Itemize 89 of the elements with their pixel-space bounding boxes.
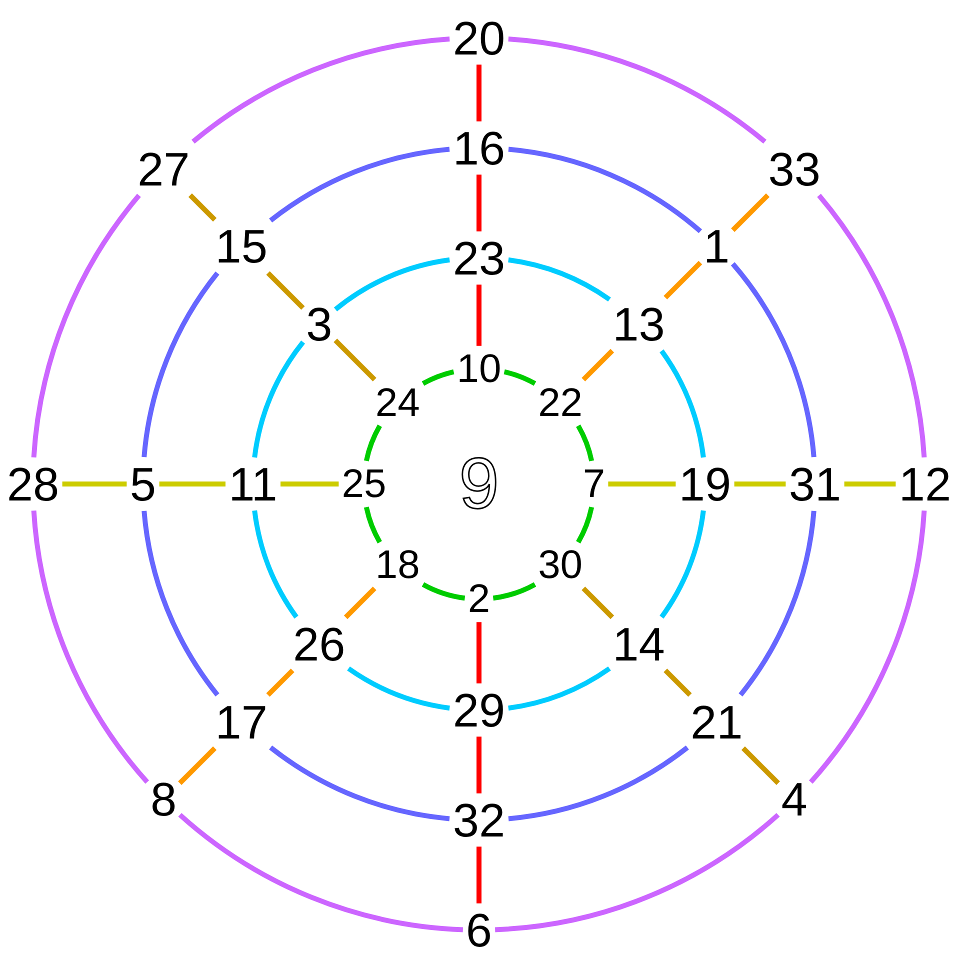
straight-connector [159,482,226,486]
node-number: 11 [228,460,278,508]
node-number: 3 [306,300,332,348]
arc-connector [576,424,594,462]
straight-connector [344,586,376,620]
arc-connector [347,666,450,711]
arc-connector [269,745,450,822]
node-number: 23 [452,234,506,282]
outlined-number: 9 [458,448,500,520]
arc-connector [31,510,150,784]
arc-connector [508,745,689,822]
straight-connector [741,746,780,785]
arc-connector [808,510,927,784]
straight-connector [844,482,896,486]
node-number: 17 [215,698,268,746]
arc-connector [334,257,450,312]
node-number: 25 [342,464,386,504]
node-number: 4 [781,776,808,823]
node-number: 19 [678,460,732,508]
straight-connector [476,64,482,122]
node-number: 12 [898,460,952,508]
straight-connector [188,193,217,222]
node-number: 7 [582,464,606,504]
straight-connector [476,846,482,904]
straight-connector [582,586,614,620]
arc-connector [660,510,706,618]
node-number: 20 [452,14,506,62]
straight-connector [664,668,692,697]
arc-connector [269,146,450,223]
arc-connector [508,666,611,711]
straight-connector [62,482,127,486]
node-number: 31 [788,460,842,508]
arc-connector [508,146,702,234]
arc-connector [422,369,454,386]
node-number: 18 [375,545,420,586]
arc-connector [142,510,220,696]
node-number: 1 [704,222,730,270]
node-number: 21 [690,698,743,746]
arc-connector [508,36,766,144]
straight-connector [664,260,702,300]
node-number: 28 [6,460,60,508]
straight-connector [734,482,786,486]
straight-connector [266,668,294,697]
arc-connector [738,510,816,696]
straight-connector [266,271,305,310]
arc-connector [504,369,536,386]
straight-connector [608,482,676,486]
arc-connector [252,340,306,458]
straight-connector [476,284,482,346]
arc-connector [252,510,298,618]
arc-connector [178,812,464,932]
arc-connector [492,582,536,601]
node-number: 22 [538,382,583,423]
arc-connector [364,424,382,462]
arc-connector [817,194,927,458]
arc-connector [660,350,706,458]
node-number: 2 [468,579,490,619]
arc-connector [142,272,220,458]
straight-connector [280,482,339,486]
straight-connector [476,622,482,684]
node-number: 6 [466,906,492,954]
node-number: 15 [215,222,268,270]
straight-connector [731,193,770,232]
node-number: 26 [293,620,346,668]
arc-connector [422,582,466,601]
arc-connector [494,812,780,932]
arc-connector [31,194,141,458]
straight-connector [582,348,614,382]
node-number: 32 [452,796,506,844]
node-number: 30 [538,545,583,586]
node-number: 24 [375,382,420,423]
straight-connector [476,736,482,794]
straight-connector [476,174,482,232]
node-number: 8 [150,776,177,823]
arc-connector [730,262,816,458]
node-number: 13 [612,300,665,348]
node-number: 29 [452,686,506,734]
node-number: 16 [452,124,506,172]
arc-connector [576,506,594,544]
node-number: 5 [130,460,156,508]
arc-connector [364,506,382,544]
arc-connector [192,36,450,144]
straight-connector [334,338,376,382]
node-number: 14 [612,620,665,668]
arc-connector [508,257,611,302]
node-number: 10 [456,349,502,389]
straight-connector [178,746,217,785]
node-number: 27 [137,145,190,192]
node-number: 33 [768,145,820,192]
